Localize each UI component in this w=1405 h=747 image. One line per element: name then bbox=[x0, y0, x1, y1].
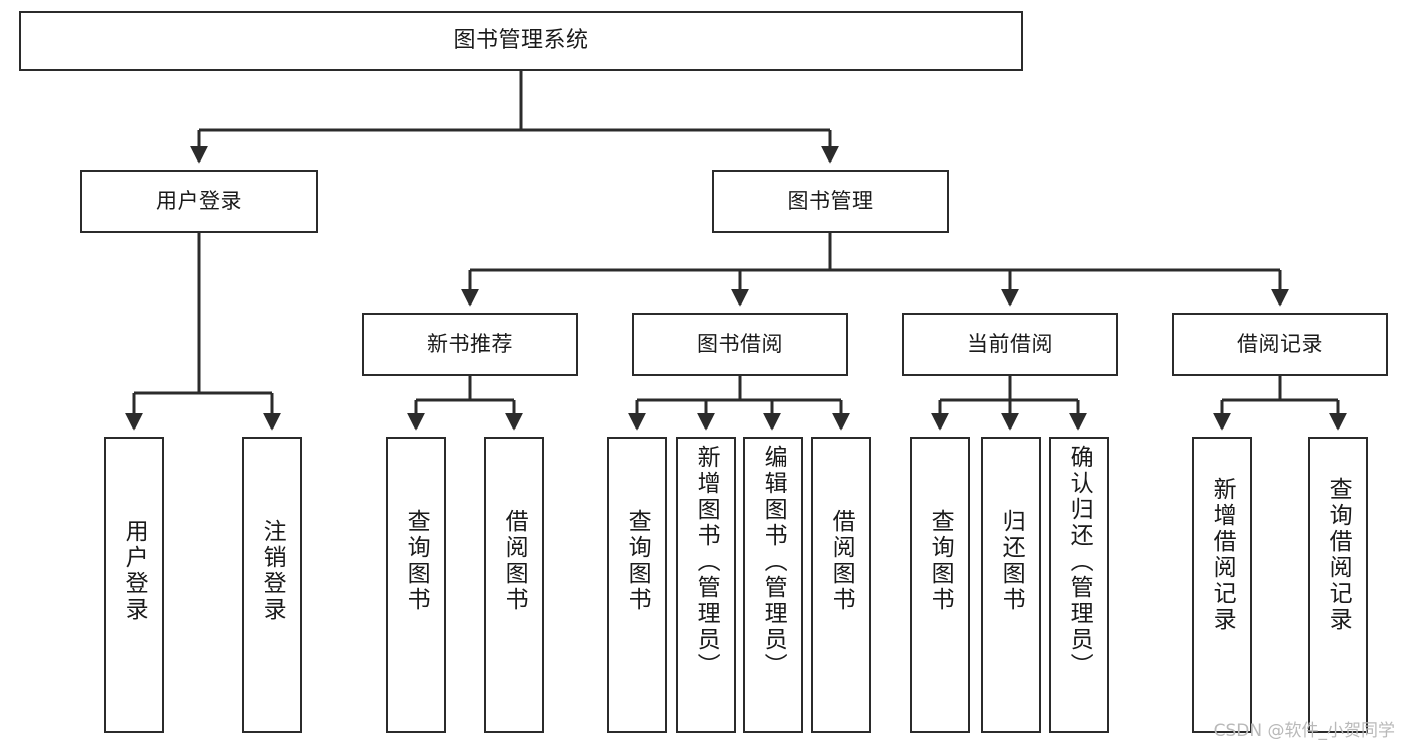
node-root-label: 图书管理系统 bbox=[453, 28, 589, 54]
node-user-login[interactable]: 用户登录 bbox=[80, 170, 318, 233]
node-leaf-add-record[interactable]: 新增借阅记录 bbox=[1192, 437, 1252, 733]
node-book-borrow-label: 图书借阅 bbox=[697, 332, 783, 357]
node-new-book-rec-label: 新书推荐 bbox=[427, 332, 513, 357]
node-leaf-borrow-book-1[interactable]: 借阅图书 bbox=[484, 437, 544, 733]
node-leaf-query-book-3-label: 查询图书 bbox=[927, 509, 954, 613]
node-leaf-query-book-1[interactable]: 查询图书 bbox=[386, 437, 446, 733]
node-leaf-return-book[interactable]: 归还图书 bbox=[981, 437, 1041, 733]
node-leaf-add-book[interactable]: 新增图书（管理员） bbox=[676, 437, 736, 733]
node-new-book-rec[interactable]: 新书推荐 bbox=[362, 313, 578, 376]
node-leaf-query-record[interactable]: 查询借阅记录 bbox=[1308, 437, 1368, 733]
node-leaf-logout-label: 注销登录 bbox=[259, 519, 286, 623]
node-leaf-edit-book[interactable]: 编辑图书（管理员） bbox=[743, 437, 803, 733]
node-book-manage-label: 图书管理 bbox=[787, 189, 874, 214]
node-leaf-logout[interactable]: 注销登录 bbox=[242, 437, 302, 733]
node-current-borrow-label: 当前借阅 bbox=[967, 332, 1053, 357]
node-book-borrow[interactable]: 图书借阅 bbox=[632, 313, 848, 376]
node-leaf-confirm-return-label: 确认归还（管理员） bbox=[1066, 445, 1093, 679]
node-leaf-query-record-label: 查询借阅记录 bbox=[1325, 477, 1352, 633]
node-leaf-borrow-book-2-label: 借阅图书 bbox=[828, 509, 855, 613]
node-book-manage[interactable]: 图书管理 bbox=[712, 170, 949, 233]
node-leaf-return-book-label: 归还图书 bbox=[998, 509, 1025, 613]
node-leaf-user-login[interactable]: 用户登录 bbox=[104, 437, 164, 733]
node-current-borrow[interactable]: 当前借阅 bbox=[902, 313, 1118, 376]
node-leaf-query-book-2-label: 查询图书 bbox=[624, 509, 651, 613]
watermark-text: CSDN @软件_小贺同学 bbox=[1213, 721, 1395, 741]
node-user-login-label: 用户登录 bbox=[156, 189, 242, 214]
node-leaf-confirm-return[interactable]: 确认归还（管理员） bbox=[1049, 437, 1109, 733]
node-leaf-borrow-book-2[interactable]: 借阅图书 bbox=[811, 437, 871, 733]
node-borrow-record[interactable]: 借阅记录 bbox=[1172, 313, 1388, 376]
node-leaf-query-book-2[interactable]: 查询图书 bbox=[607, 437, 667, 733]
node-leaf-query-book-3[interactable]: 查询图书 bbox=[910, 437, 970, 733]
node-root[interactable]: 图书管理系统 bbox=[19, 11, 1023, 71]
node-borrow-record-label: 借阅记录 bbox=[1237, 332, 1323, 357]
node-leaf-user-login-label: 用户登录 bbox=[121, 519, 148, 623]
node-leaf-borrow-book-1-label: 借阅图书 bbox=[501, 509, 528, 613]
node-leaf-query-book-1-label: 查询图书 bbox=[403, 509, 430, 613]
node-leaf-add-record-label: 新增借阅记录 bbox=[1209, 477, 1236, 633]
node-leaf-add-book-label: 新增图书（管理员） bbox=[693, 445, 720, 679]
node-leaf-edit-book-label: 编辑图书（管理员） bbox=[760, 445, 787, 679]
